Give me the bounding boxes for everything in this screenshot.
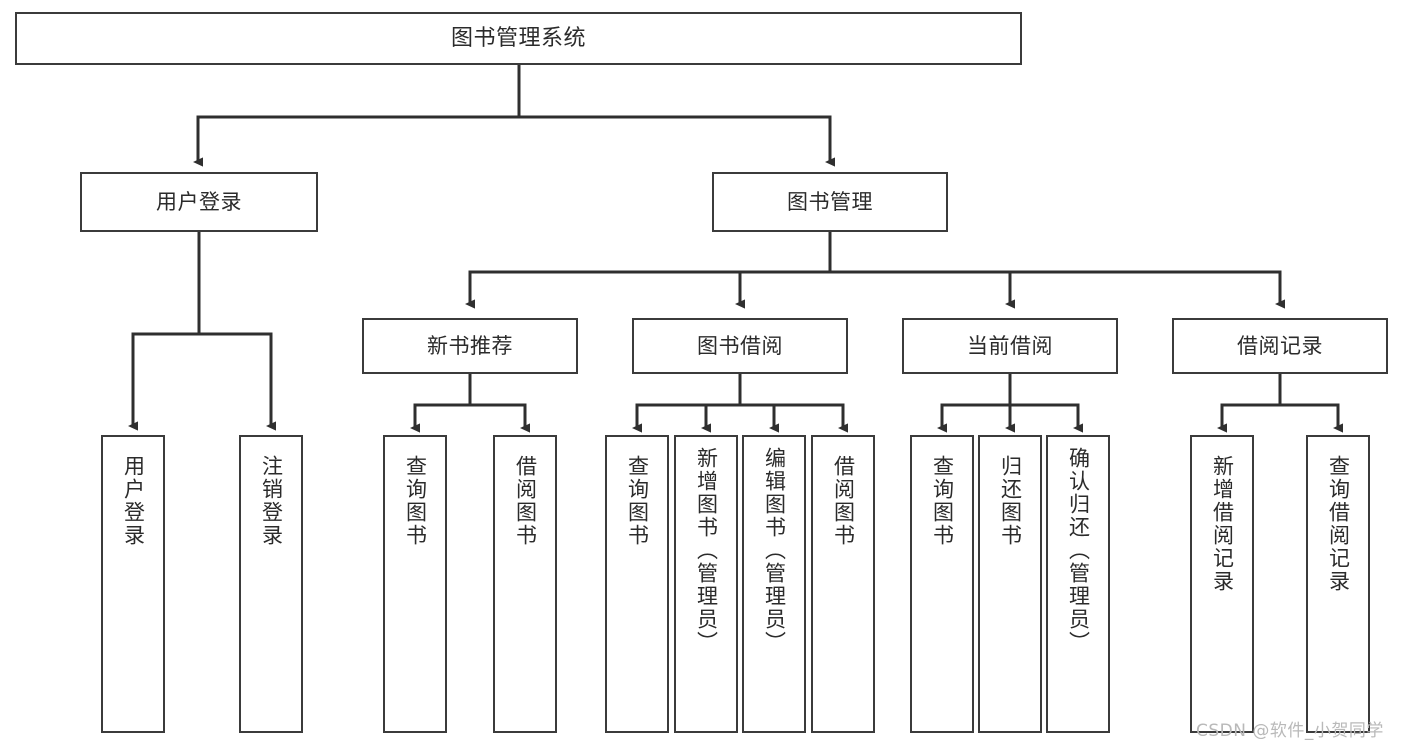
node-label: 借阅记录 xyxy=(1237,333,1323,358)
node-label: 当前借阅 xyxy=(967,333,1053,358)
node-leaf-query-record[interactable]: 查询借阅记录 xyxy=(1306,435,1370,733)
node-label: 确认归还（管理员） xyxy=(1066,447,1091,654)
node-label: 图书管理 xyxy=(787,189,873,214)
node-label: 图书借阅 xyxy=(697,333,783,358)
node-leaf-query-book-2[interactable]: 查询图书 xyxy=(605,435,669,733)
node-leaf-return-book[interactable]: 归还图书 xyxy=(978,435,1042,733)
node-label: 编辑图书（管理员） xyxy=(762,447,787,654)
node-leaf-query-book-3[interactable]: 查询图书 xyxy=(910,435,974,733)
node-label: 新增图书（管理员） xyxy=(694,447,719,654)
node-label: 查询图书 xyxy=(403,455,428,547)
node-leaf-add-record[interactable]: 新增借阅记录 xyxy=(1190,435,1254,733)
node-leaf-confirm-return[interactable]: 确认归还（管理员） xyxy=(1046,435,1110,733)
node-label: 查询图书 xyxy=(930,455,955,547)
node-label: 用户登录 xyxy=(121,455,146,547)
node-leaf-borrow-book-1[interactable]: 借阅图书 xyxy=(493,435,557,733)
node-book-manage[interactable]: 图书管理 xyxy=(712,172,948,232)
node-leaf-add-book[interactable]: 新增图书（管理员） xyxy=(674,435,738,733)
node-label: 注销登录 xyxy=(259,455,284,547)
node-leaf-user-logout[interactable]: 注销登录 xyxy=(239,435,303,733)
node-label: 归还图书 xyxy=(998,455,1023,547)
node-label: 借阅图书 xyxy=(831,455,856,547)
node-leaf-edit-book[interactable]: 编辑图书（管理员） xyxy=(742,435,806,733)
node-root-book-management-system[interactable]: 图书管理系统 xyxy=(15,12,1022,65)
node-label: 图书管理系统 xyxy=(450,25,586,51)
node-leaf-user-login[interactable]: 用户登录 xyxy=(101,435,165,733)
csdn-watermark: CSDN @软件_小贺同学 xyxy=(1196,721,1384,741)
node-label: 用户登录 xyxy=(156,189,242,214)
node-label: 查询借阅记录 xyxy=(1326,455,1351,593)
node-label: 查询图书 xyxy=(625,455,650,547)
node-new-book-recommend[interactable]: 新书推荐 xyxy=(362,318,578,374)
node-label: 新增借阅记录 xyxy=(1210,455,1235,593)
node-label: 新书推荐 xyxy=(427,333,513,358)
node-current-borrow[interactable]: 当前借阅 xyxy=(902,318,1118,374)
node-leaf-query-book-1[interactable]: 查询图书 xyxy=(383,435,447,733)
node-label: 借阅图书 xyxy=(513,455,538,547)
node-borrow-record[interactable]: 借阅记录 xyxy=(1172,318,1388,374)
node-book-borrow[interactable]: 图书借阅 xyxy=(632,318,848,374)
node-leaf-borrow-book-2[interactable]: 借阅图书 xyxy=(811,435,875,733)
node-user-login[interactable]: 用户登录 xyxy=(80,172,318,232)
